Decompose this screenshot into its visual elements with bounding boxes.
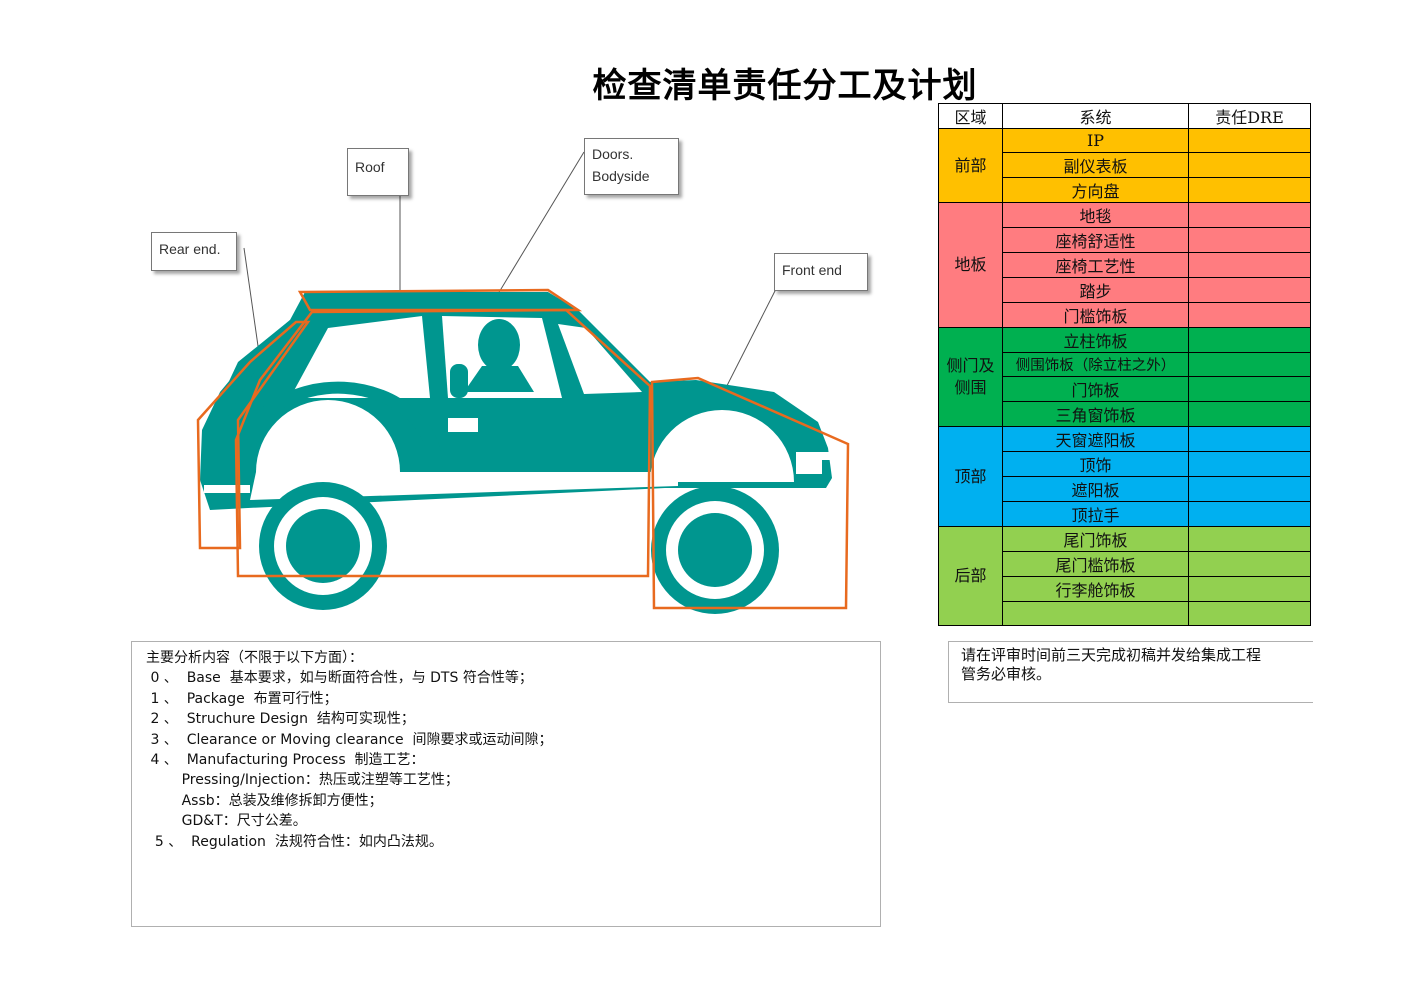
note-line2: 管务必审核。: [961, 665, 1052, 683]
dre-cell: [1188, 401, 1311, 427]
rear-leader-line: [243, 247, 261, 361]
area-front: 前部: [938, 128, 1003, 203]
rear-end-callout: Rear end.: [151, 232, 237, 271]
area-side: 侧门及 侧围: [938, 327, 1003, 427]
system-cell: 方向盘: [1002, 177, 1189, 203]
table-row: 前部 IP: [938, 128, 1311, 203]
rear-wheel: [259, 482, 387, 610]
system-cell: 立柱饰板: [1002, 327, 1189, 353]
system-cell: 顶饰: [1002, 451, 1189, 477]
analysis-line: 5 、 Regulation 法规符合性：如内凸法规。: [146, 833, 443, 850]
page-title: 检查清单责任分工及计划: [592, 66, 978, 106]
system-cell: 地毯: [1002, 202, 1189, 228]
table-row: 座椅工艺性: [938, 252, 1311, 278]
dre-cell: [1188, 202, 1311, 228]
dre-cell: [1188, 252, 1311, 278]
analysis-line: 4 、 Manufacturing Process 制造工艺：: [146, 752, 425, 769]
driver-silhouette: [450, 319, 534, 398]
dre-cell: [1188, 376, 1311, 402]
dre-cell: [1188, 451, 1311, 477]
table-row: 后部 尾门饰板: [938, 526, 1311, 626]
analysis-content-box: 主要分析内容（不限于以下方面）： 0 、 Base 基本要求，如与断面符合性，与…: [131, 641, 881, 927]
dre-cell: [1188, 526, 1311, 552]
dre-cell: [1188, 601, 1311, 626]
doors-callout-line1: Doors.: [592, 146, 634, 162]
dre-cell: [1188, 352, 1311, 377]
bodyside-zone-outline: [234, 308, 652, 578]
dre-cell: [1188, 476, 1311, 502]
roof-callout: Roof: [347, 148, 409, 196]
dre-cell: [1188, 327, 1311, 353]
header-area: 区域: [938, 103, 1003, 129]
analysis-line: 0 、 Base 基本要求，如与断面符合性，与 DTS 符合性等；: [146, 670, 533, 687]
header-dre: 责任DRE: [1188, 103, 1311, 129]
note-line1: 请在评审时间前三天完成初稿并发给集成工程: [961, 646, 1262, 664]
table-row: 顶部 天窗遮阳板: [938, 426, 1311, 527]
front-callout-label: Front end: [782, 262, 842, 278]
dre-cell: [1188, 501, 1311, 527]
system-cell: IP: [1002, 128, 1189, 153]
zone-outlines: [196, 288, 850, 610]
system-cell: 侧围饰板（除立柱之外）: [1002, 352, 1189, 377]
system-cell: 副仪表板: [1002, 152, 1189, 178]
system-cell: 尾门饰板: [1002, 526, 1189, 552]
system-cell: 门饰板: [1002, 376, 1189, 402]
dre-cell: [1188, 426, 1311, 452]
dre-cell: [1188, 302, 1311, 328]
wheel-arches: [234, 381, 794, 482]
dre-cell: [1188, 551, 1311, 577]
doors-bodyside-callout: Doors. Bodyside: [584, 138, 679, 195]
area-rear: 后部: [938, 526, 1003, 626]
doors-callout-line2: Bodyside: [592, 168, 650, 184]
front-zone-outline: [650, 376, 850, 610]
system-cell: 座椅工艺性: [1002, 252, 1189, 278]
system-cell: 踏步: [1002, 277, 1189, 303]
system-cell: 遮阳板: [1002, 476, 1189, 502]
system-cell: 天窗遮阳板: [1002, 426, 1189, 452]
analysis-line: Pressing/Injection：热压或注塑等工艺性；: [146, 772, 459, 789]
system-cell: 座椅舒适性: [1002, 227, 1189, 253]
analysis-line: Assb：总装及维修拆卸方便性；: [146, 792, 383, 809]
dre-cell: [1188, 227, 1311, 253]
dre-cell: [1188, 177, 1311, 203]
car-windows: [290, 316, 642, 432]
table-header-row: 区域 系统 责任DRE: [938, 103, 1311, 129]
system-cell: 门槛饰板: [1002, 302, 1189, 328]
rear-zone-outline: [196, 320, 311, 550]
table-row: 行李舱饰板: [938, 576, 1311, 602]
responsibility-table: 区域 系统 责任DRE 前部 IP 副仪表板 方向盘 地板 地毯 座椅舒适性 座…: [938, 103, 1311, 626]
roof-callout-label: Roof: [355, 159, 385, 175]
dre-cell: [1188, 152, 1311, 178]
dre-cell: [1188, 128, 1311, 153]
area-side-line2: 侧围: [954, 378, 987, 397]
review-note-box: 请在评审时间前三天完成初稿并发给集成工程 管务必审核。: [948, 641, 1313, 703]
front-end-callout: Front end: [774, 253, 868, 291]
analysis-heading: 主要分析内容（不限于以下方面）：: [146, 650, 363, 666]
dre-cell: [1188, 277, 1311, 303]
analysis-line: 2 、 Struchure Design 结构可实现性；: [146, 711, 415, 728]
header-system: 系统: [1002, 103, 1189, 129]
system-cell: 三角窗饰板: [1002, 401, 1189, 427]
roof-zone-outline: [297, 288, 583, 312]
area-roof: 顶部: [938, 426, 1003, 527]
analysis-line: 3 、 Clearance or Moving clearance 间隙要求或运…: [146, 731, 553, 748]
area-side-line1: 侧门及: [946, 356, 995, 375]
area-floor: 地板: [938, 202, 1003, 328]
car-illustration: [196, 151, 850, 614]
system-cell: 顶拉手: [1002, 501, 1189, 527]
system-cell: [1002, 601, 1189, 626]
table-row: 地板 地毯: [938, 202, 1311, 328]
system-cell: 行李舱饰板: [1002, 576, 1189, 602]
front-wheel: [651, 486, 779, 614]
analysis-line: GD&T：尺寸公差。: [146, 813, 307, 830]
table-row: 侧门及 侧围 立柱饰板: [938, 327, 1311, 427]
rear-callout-label: Rear end.: [159, 241, 221, 257]
analysis-line: 1 、 Package 布置可行性；: [146, 690, 338, 707]
dre-cell: [1188, 576, 1311, 602]
system-cell: 尾门槛饰板: [1002, 551, 1189, 577]
